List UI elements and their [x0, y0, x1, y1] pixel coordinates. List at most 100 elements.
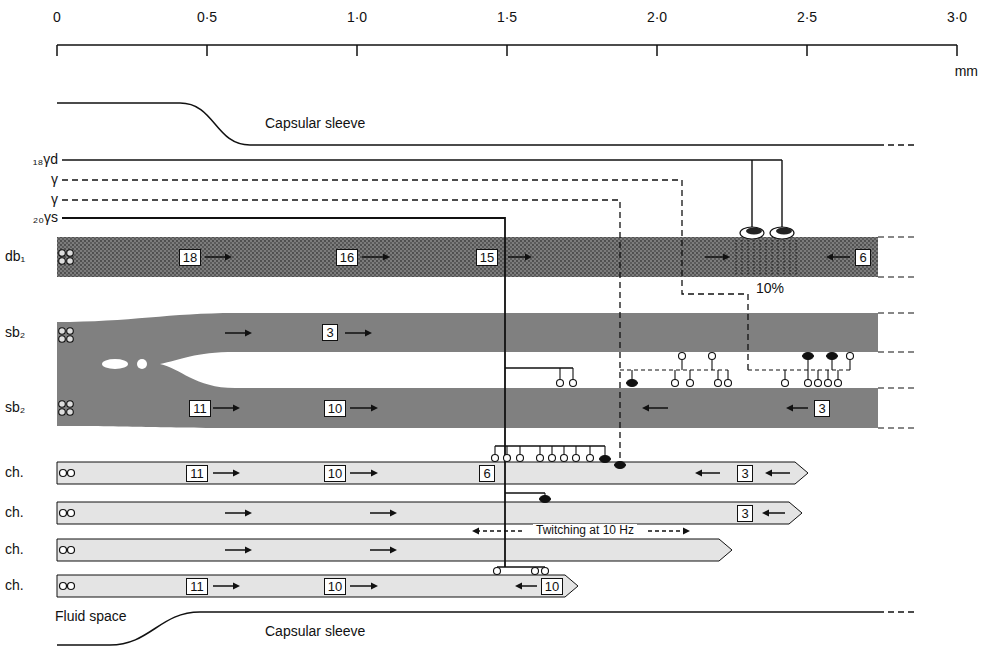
motor-endplate-core	[776, 228, 792, 235]
arrow-head	[233, 405, 240, 412]
capsule-continuation	[878, 611, 915, 613]
velocity-number: 3	[737, 505, 752, 522]
arrow-head	[826, 254, 833, 261]
motor-ending	[537, 455, 544, 462]
nuclear-bag-fibre: sb₂3	[57, 313, 878, 352]
scale-number: 1·5	[497, 10, 517, 25]
arrow-shaft	[213, 585, 235, 587]
velocity-number: 3	[737, 465, 752, 482]
arrow-head	[233, 583, 240, 590]
arrow-shaft	[767, 512, 785, 514]
scale-number: 0	[53, 10, 61, 25]
motor-ending	[825, 380, 832, 387]
arrow-head	[383, 254, 390, 261]
arrow-shaft	[791, 407, 808, 409]
nucleus	[67, 401, 74, 408]
hatch-line	[790, 240, 791, 275]
fibre-label: sb₂	[5, 325, 25, 340]
velocity-number: 11	[186, 578, 208, 595]
hatch-line	[766, 240, 767, 275]
nucleus	[60, 583, 67, 590]
fibre-continuation	[878, 312, 915, 313]
capsule-outline	[57, 612, 878, 645]
arrow-head	[390, 547, 397, 554]
axon-branch	[589, 446, 590, 455]
gamma-axon	[62, 218, 505, 567]
capsule-outline	[57, 103, 878, 145]
scale-tick	[206, 45, 208, 56]
hatch-line	[784, 240, 785, 275]
arrow-head	[245, 330, 252, 337]
nuclear-chain-fibre	[57, 462, 808, 484]
arrow-shaft	[700, 472, 720, 474]
axon-branch	[781, 160, 782, 228]
nucleus	[68, 547, 75, 554]
hatch-line	[796, 240, 797, 275]
motor-ending	[709, 353, 716, 360]
motor-ending	[805, 380, 812, 387]
motor-ending	[557, 380, 564, 387]
scale-tick	[506, 45, 508, 56]
nucleus	[59, 328, 66, 335]
motor-ending	[532, 568, 539, 575]
axon-branch	[519, 446, 520, 455]
arrow-shaft	[362, 256, 385, 258]
arrow-shaft	[648, 530, 685, 532]
velocity-number: 3	[814, 400, 829, 417]
arrow-shaft	[520, 585, 537, 587]
fibre-label: db₁	[5, 249, 25, 264]
motor-ending	[672, 380, 679, 387]
arrow-head	[371, 470, 378, 477]
motor-ending	[542, 568, 549, 575]
axon-branch	[784, 370, 785, 380]
structure-label: Capsular sleeve	[265, 624, 365, 639]
axon-label: ₂₀γs	[33, 210, 58, 225]
axon-branch	[631, 370, 632, 380]
arrow-shaft	[477, 530, 522, 532]
axon-branch	[604, 446, 605, 456]
velocity-number: 16	[336, 249, 358, 266]
axon-branch	[827, 370, 828, 380]
arrow-head	[225, 254, 232, 261]
arrow-head	[642, 405, 649, 412]
motor-ending	[803, 353, 814, 360]
motor-ending	[715, 380, 722, 387]
nucleus	[68, 583, 75, 590]
hatch-line	[742, 240, 743, 275]
fibre-label: ch.	[5, 465, 24, 480]
arrow-shaft	[345, 332, 367, 334]
motor-ending	[504, 455, 511, 462]
annotation: 10%	[756, 281, 784, 296]
arrow-shaft	[225, 549, 247, 551]
fibre-label: ch.	[5, 578, 24, 593]
axon-branch	[751, 160, 752, 228]
motor-ending	[847, 353, 854, 360]
fibre-label: ch.	[5, 542, 24, 557]
nuclear-chain-fibre	[57, 575, 578, 597]
scale-number: 2·0	[647, 10, 667, 25]
axon-branch	[494, 446, 495, 455]
axon-branch	[506, 446, 507, 455]
axon-branch	[837, 370, 838, 380]
axon-branch	[505, 492, 545, 493]
fibre-continuation	[878, 427, 915, 428]
axon-branch	[711, 359, 712, 370]
nucleus	[67, 250, 74, 257]
fibre-continuation	[878, 351, 915, 352]
fibre-label: ch.	[5, 505, 24, 520]
arrow-head	[765, 470, 772, 477]
arrow-head	[723, 254, 730, 261]
motor-endplate-core	[746, 228, 762, 235]
nucleus	[68, 470, 75, 477]
nuclear-chain-fibre: ch.	[57, 539, 732, 561]
structure-label: Capsular sleeve	[265, 116, 365, 131]
arrow-shaft	[205, 256, 227, 258]
axon-branch	[497, 566, 545, 567]
nucleus	[59, 250, 66, 257]
fibre-continuation	[878, 276, 915, 277]
nucleus	[68, 510, 75, 517]
motor-ending	[494, 568, 501, 575]
arrow-shaft	[705, 256, 725, 258]
scale-tick	[356, 45, 358, 56]
